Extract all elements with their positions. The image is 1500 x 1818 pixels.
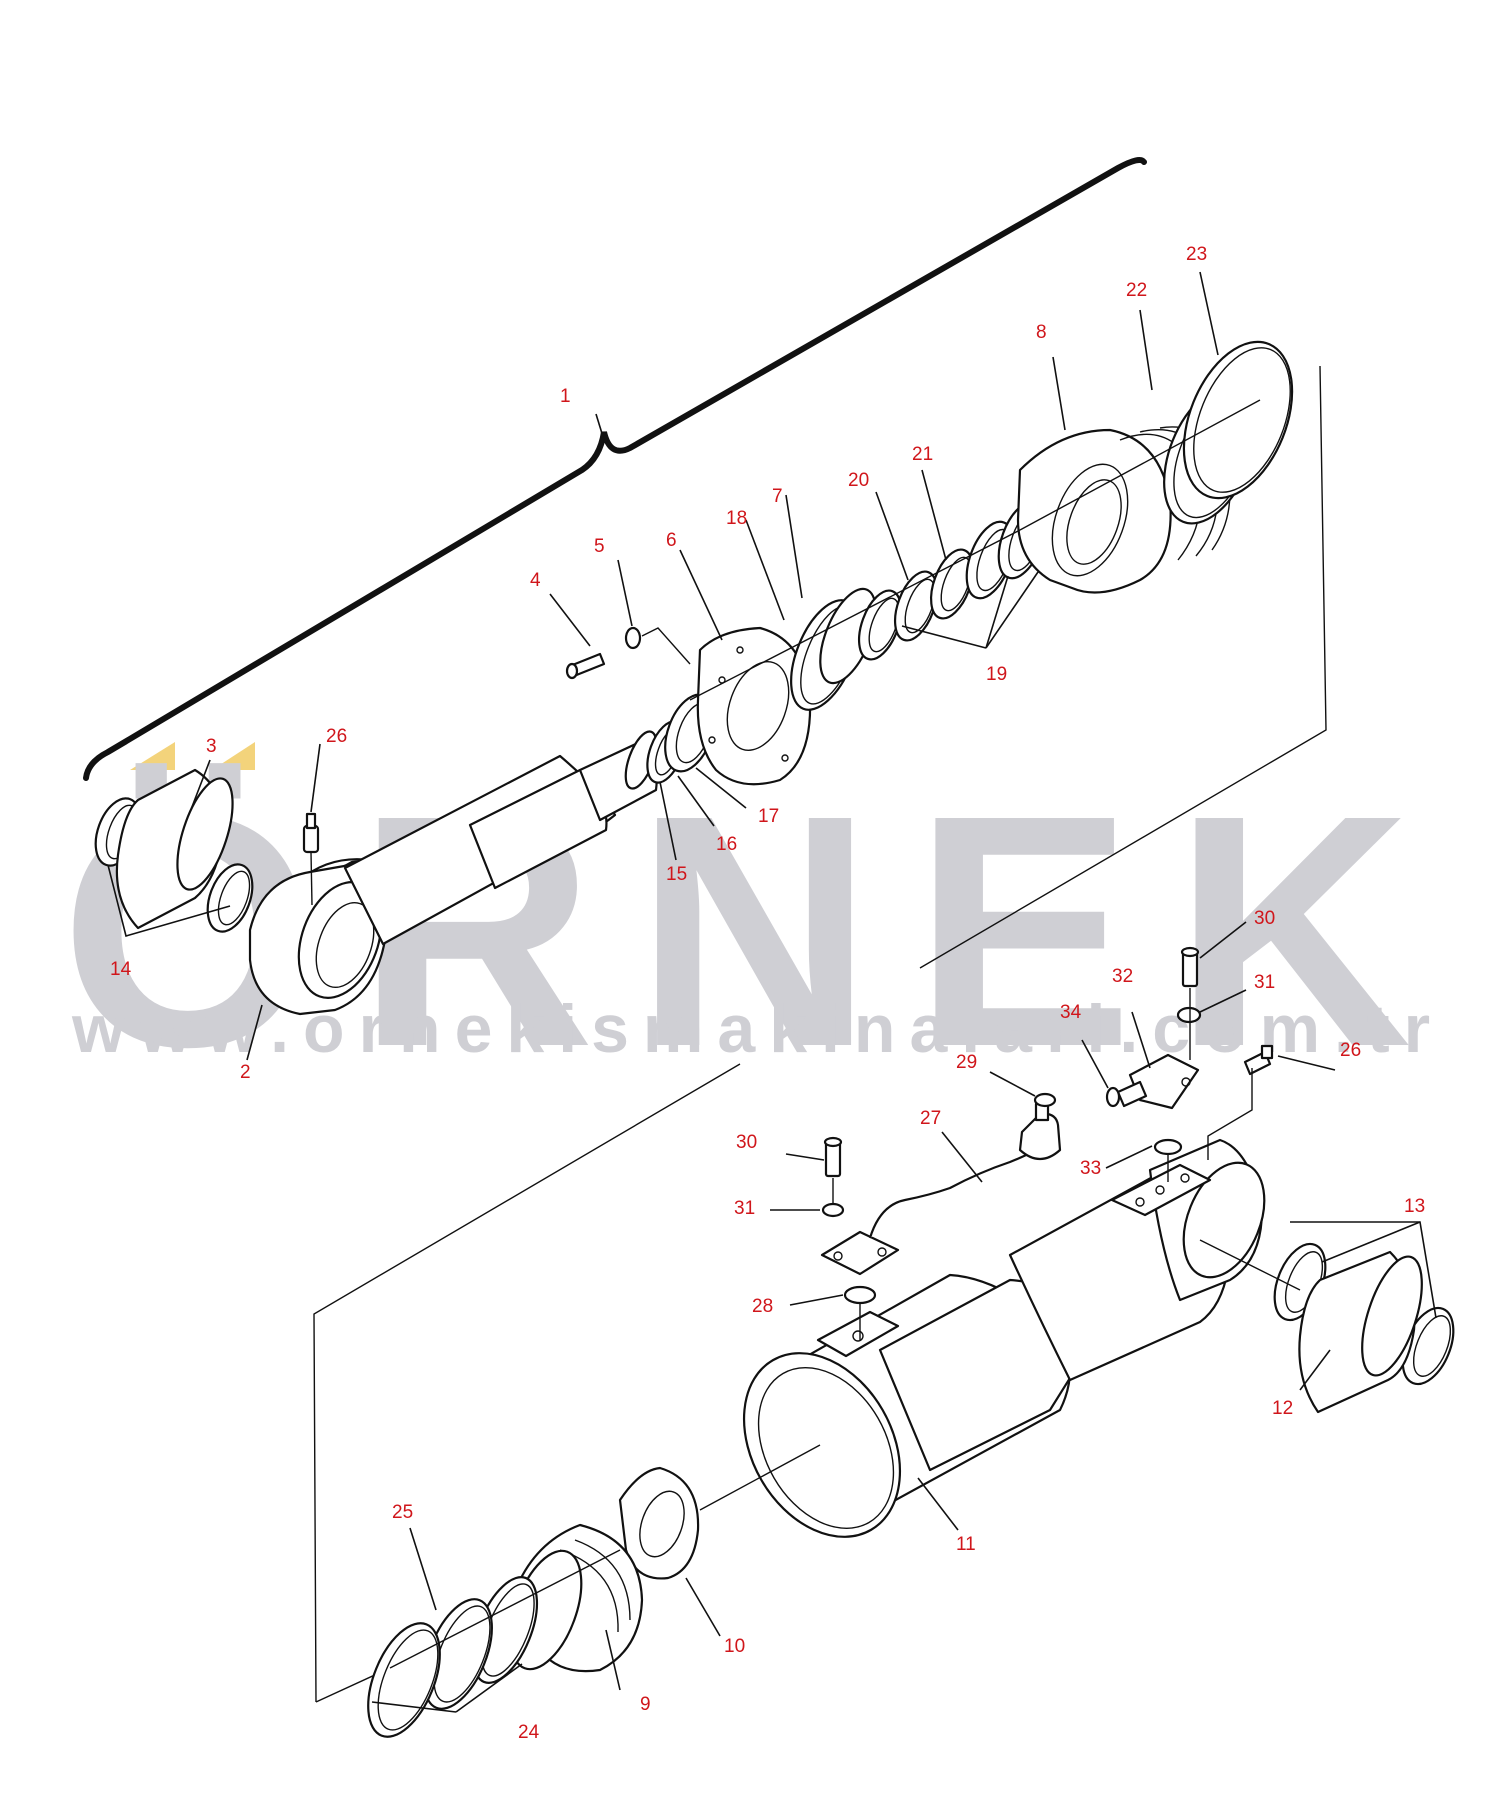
callout-3: 3 bbox=[206, 736, 217, 757]
callout-8: 8 bbox=[1036, 322, 1047, 343]
piston-group bbox=[367, 1444, 821, 1738]
callout-28: 28 bbox=[752, 1296, 773, 1317]
cylinder-head-8 bbox=[1016, 428, 1172, 594]
watermark-umlaut-left bbox=[130, 742, 175, 770]
rod-assembly-brace bbox=[83, 157, 1147, 781]
callout-9: 9 bbox=[640, 1694, 651, 1715]
callout-11: 11 bbox=[956, 1534, 976, 1555]
ring-23 bbox=[1182, 340, 1294, 500]
callout-18: 18 bbox=[726, 508, 747, 529]
washer-31a bbox=[821, 1202, 845, 1218]
callout-32: 32 bbox=[1112, 966, 1133, 987]
callout-31b: 31 bbox=[1254, 972, 1275, 993]
port-block bbox=[816, 1310, 900, 1358]
hose-flange-lower bbox=[820, 1230, 900, 1276]
o-ring-34 bbox=[1105, 1086, 1121, 1108]
rod-seal-stack bbox=[565, 340, 1294, 790]
o-ring-28 bbox=[843, 1285, 877, 1305]
callout-27: 27 bbox=[920, 1108, 941, 1129]
callout-26a: 26 bbox=[326, 726, 347, 747]
hose-27 bbox=[868, 1139, 1051, 1239]
callout-20: 20 bbox=[848, 470, 869, 491]
washer-31b bbox=[1176, 1006, 1202, 1024]
callout-23: 23 bbox=[1186, 244, 1207, 265]
callout-12: 12 bbox=[1272, 1398, 1293, 1419]
leader-lines bbox=[107, 271, 1437, 1713]
grease-nipple-26a bbox=[302, 824, 320, 854]
watermark-umlaut-right bbox=[212, 742, 255, 770]
callout-30b: 30 bbox=[1254, 908, 1275, 929]
callout-17: 17 bbox=[758, 806, 779, 827]
callout-22: 22 bbox=[1126, 280, 1147, 301]
callout-7: 7 bbox=[772, 486, 783, 507]
o-ring-33 bbox=[1153, 1138, 1183, 1156]
callout-29: 29 bbox=[956, 1052, 977, 1073]
callout-13: 13 bbox=[1404, 1196, 1425, 1217]
callout-1: 1 bbox=[560, 386, 571, 407]
callout-25: 25 bbox=[392, 1502, 413, 1523]
callout-5: 5 bbox=[594, 536, 605, 557]
callout-24: 24 bbox=[518, 1722, 540, 1743]
callout-14: 14 bbox=[110, 959, 132, 980]
callout-10: 10 bbox=[724, 1636, 745, 1657]
callout-15: 15 bbox=[666, 864, 687, 885]
callout-19: 19 bbox=[986, 664, 1007, 685]
washer-5 bbox=[624, 626, 642, 650]
callout-34: 34 bbox=[1060, 1002, 1082, 1023]
o-ring-29 bbox=[1033, 1092, 1057, 1108]
callout-4: 4 bbox=[530, 570, 541, 591]
callout-33: 33 bbox=[1080, 1158, 1101, 1179]
callout-6: 6 bbox=[666, 530, 677, 551]
callout-2: 2 bbox=[240, 1062, 251, 1083]
callout-21: 21 bbox=[912, 444, 933, 465]
callout-16: 16 bbox=[716, 834, 737, 855]
callout-31a: 31 bbox=[734, 1198, 755, 1219]
callout-26b: 26 bbox=[1340, 1040, 1361, 1061]
hose-group bbox=[820, 946, 1274, 1340]
callout-labels: 1 2 3 4 5 6 7 8 9 10 11 12 13 14 15 16 1… bbox=[110, 244, 1425, 1743]
callout-30a: 30 bbox=[736, 1132, 757, 1153]
gland-flange-6 bbox=[696, 626, 812, 786]
barrel-group bbox=[742, 1138, 1455, 1538]
